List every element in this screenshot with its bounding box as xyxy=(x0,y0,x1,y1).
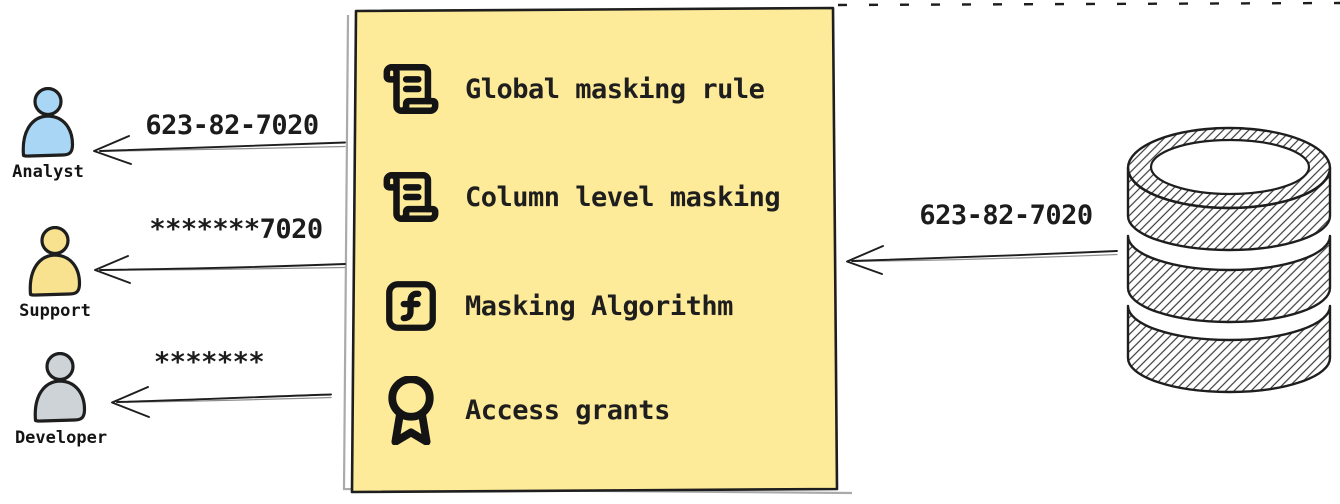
masking-box-item-label: Global masking rule xyxy=(465,73,765,105)
masking-box-item-label: Column level masking xyxy=(465,181,781,213)
arrow-to-support xyxy=(94,255,346,284)
support-person-icon xyxy=(28,226,82,297)
support-arrow-value: *******7020 xyxy=(149,214,323,245)
analyst-arrow-value: 623-82-7020 xyxy=(145,110,319,141)
arrow-to-developer xyxy=(111,386,332,418)
arrow-to-analyst xyxy=(93,135,346,165)
database-icon xyxy=(1126,126,1332,394)
masking-box-item-masking-algorithm: Masking Algorithm xyxy=(382,273,733,339)
masking-box-item-label: Masking Algorithm xyxy=(465,290,733,322)
developer-arrow-value: ******* xyxy=(153,347,265,378)
developer-label: Developer xyxy=(14,428,108,448)
database-arrow-value: 623-82-7020 xyxy=(919,200,1093,231)
arrow-database-to-box xyxy=(846,245,1118,275)
analyst-label: Analyst xyxy=(12,162,84,182)
masking-box-item-access-grants: Access grants xyxy=(382,375,670,445)
dashed-top-line xyxy=(837,1,1340,7)
scroll-text-icon xyxy=(382,57,440,121)
scroll-text-icon xyxy=(382,165,440,229)
award-icon xyxy=(382,375,440,445)
developer-person-icon xyxy=(33,352,87,423)
analyst-person-icon xyxy=(21,87,75,158)
masking-box-shape xyxy=(342,6,853,495)
masking-box-item-global-rule: Global masking rule xyxy=(382,56,765,122)
support-label: Support xyxy=(19,301,91,321)
function-square-icon xyxy=(382,276,440,336)
masking-box-item-column-masking: Column level masking xyxy=(382,164,781,230)
masking-box-item-label: Access grants xyxy=(465,394,670,426)
